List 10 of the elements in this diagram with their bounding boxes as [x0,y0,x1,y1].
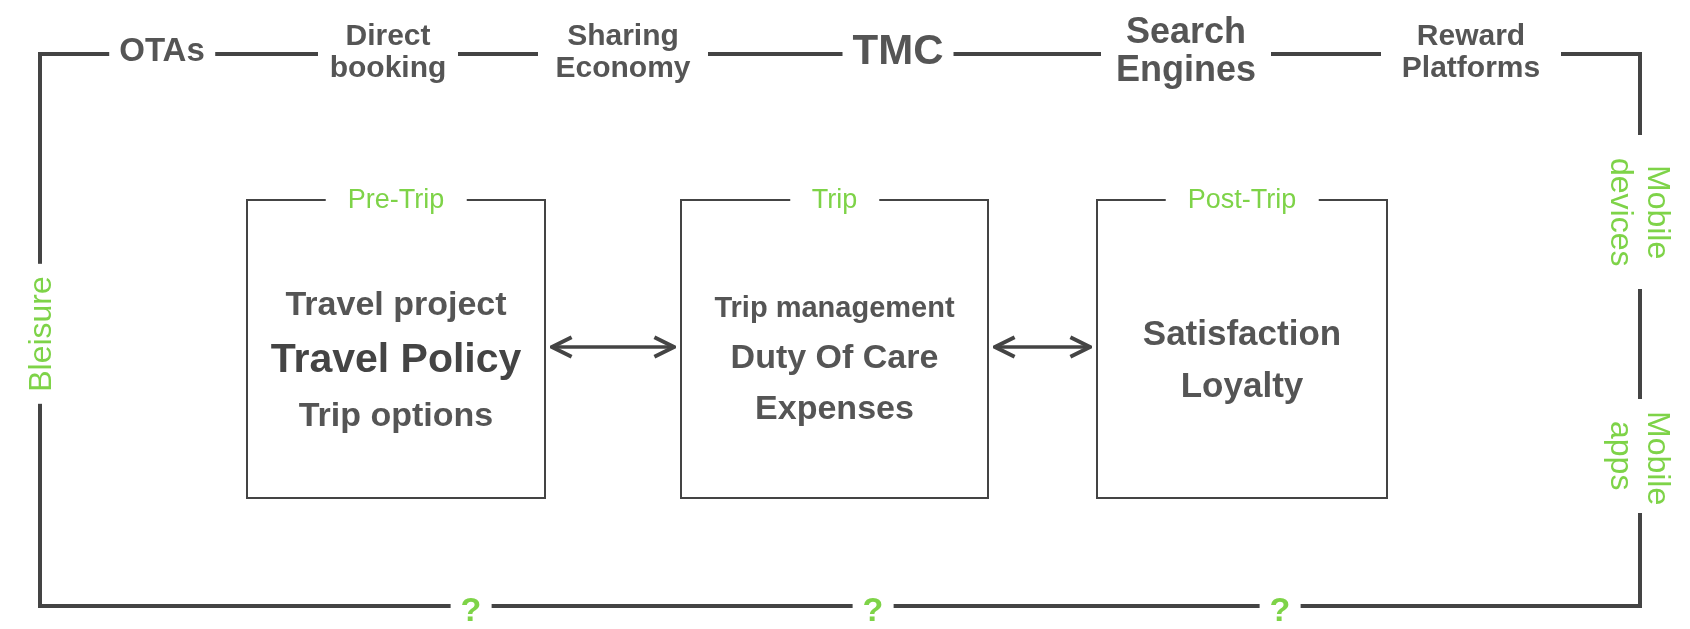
stage-item: Duty Of Care [730,337,939,375]
double-arrow [993,335,1092,359]
stage-item: Expenses [755,388,914,427]
double-arrow [550,335,676,359]
stage-item: Satisfaction [1142,313,1342,352]
stage-item: Loyalty [1180,366,1304,405]
stage-item: Travel Policy [270,336,522,382]
stage-item: Trip options [298,395,494,433]
stage-item: Travel project [285,285,507,323]
stage-item: Trip management [714,291,955,324]
